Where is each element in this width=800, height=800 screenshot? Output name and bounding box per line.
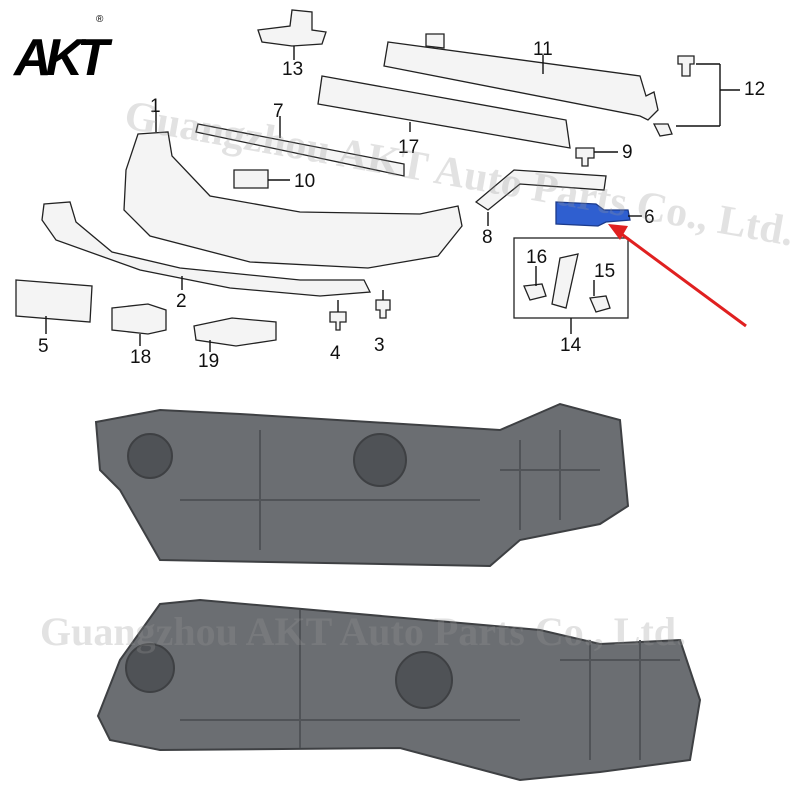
callout-18: 18 xyxy=(130,347,152,368)
part-7-strip xyxy=(195,123,405,177)
part-15-bolt xyxy=(589,295,611,313)
part-12-bolt-a xyxy=(677,55,695,77)
part-14-spacer xyxy=(551,253,579,309)
callout-2: 2 xyxy=(176,291,187,312)
registered-mark: ® xyxy=(96,14,104,25)
indicator-arrow xyxy=(615,228,747,328)
callout-7: 7 xyxy=(273,101,284,122)
callout-5: 5 xyxy=(38,336,49,357)
brand-logo: AKT xyxy=(14,29,109,87)
callout-1: 1 xyxy=(150,96,161,117)
callout-3: 3 xyxy=(374,335,385,356)
part-6-highlighted xyxy=(555,201,631,227)
indicator-arrowhead xyxy=(608,224,628,240)
bracket-photo-lower xyxy=(96,598,702,782)
bracket-photo-upper xyxy=(94,402,630,568)
callout-11: 11 xyxy=(533,39,553,60)
callout-10: 10 xyxy=(294,171,316,192)
callout-15: 15 xyxy=(594,261,616,282)
callout-14: 14 xyxy=(560,335,582,356)
callout-9: 9 xyxy=(622,142,633,163)
part-18-sensor xyxy=(111,303,167,335)
part-1-bumper-cover xyxy=(123,131,463,269)
part-4-clip xyxy=(329,311,347,331)
part-19-bracket xyxy=(193,317,277,347)
part-8-bracket xyxy=(474,169,607,211)
part-11-beam xyxy=(383,41,659,121)
part-5-plate xyxy=(15,279,93,323)
part-10-clip xyxy=(233,169,269,189)
callout-8: 8 xyxy=(482,227,493,248)
part-13-bracket xyxy=(257,9,327,47)
callout-4: 4 xyxy=(330,343,341,364)
part-2-lower-spoiler xyxy=(41,201,372,297)
callout-16: 16 xyxy=(526,247,548,268)
part-17-absorber xyxy=(317,75,571,149)
part-16-nut xyxy=(523,283,547,301)
part-9-bolt xyxy=(575,147,595,167)
callout-13: 13 xyxy=(282,59,304,80)
callout-6: 6 xyxy=(644,207,655,228)
callout-17: 17 xyxy=(398,137,420,158)
part-12-bolt-b xyxy=(652,123,673,137)
callout-12: 12 xyxy=(744,79,766,100)
part-3-clip xyxy=(375,299,391,319)
callout-19: 19 xyxy=(198,351,220,372)
